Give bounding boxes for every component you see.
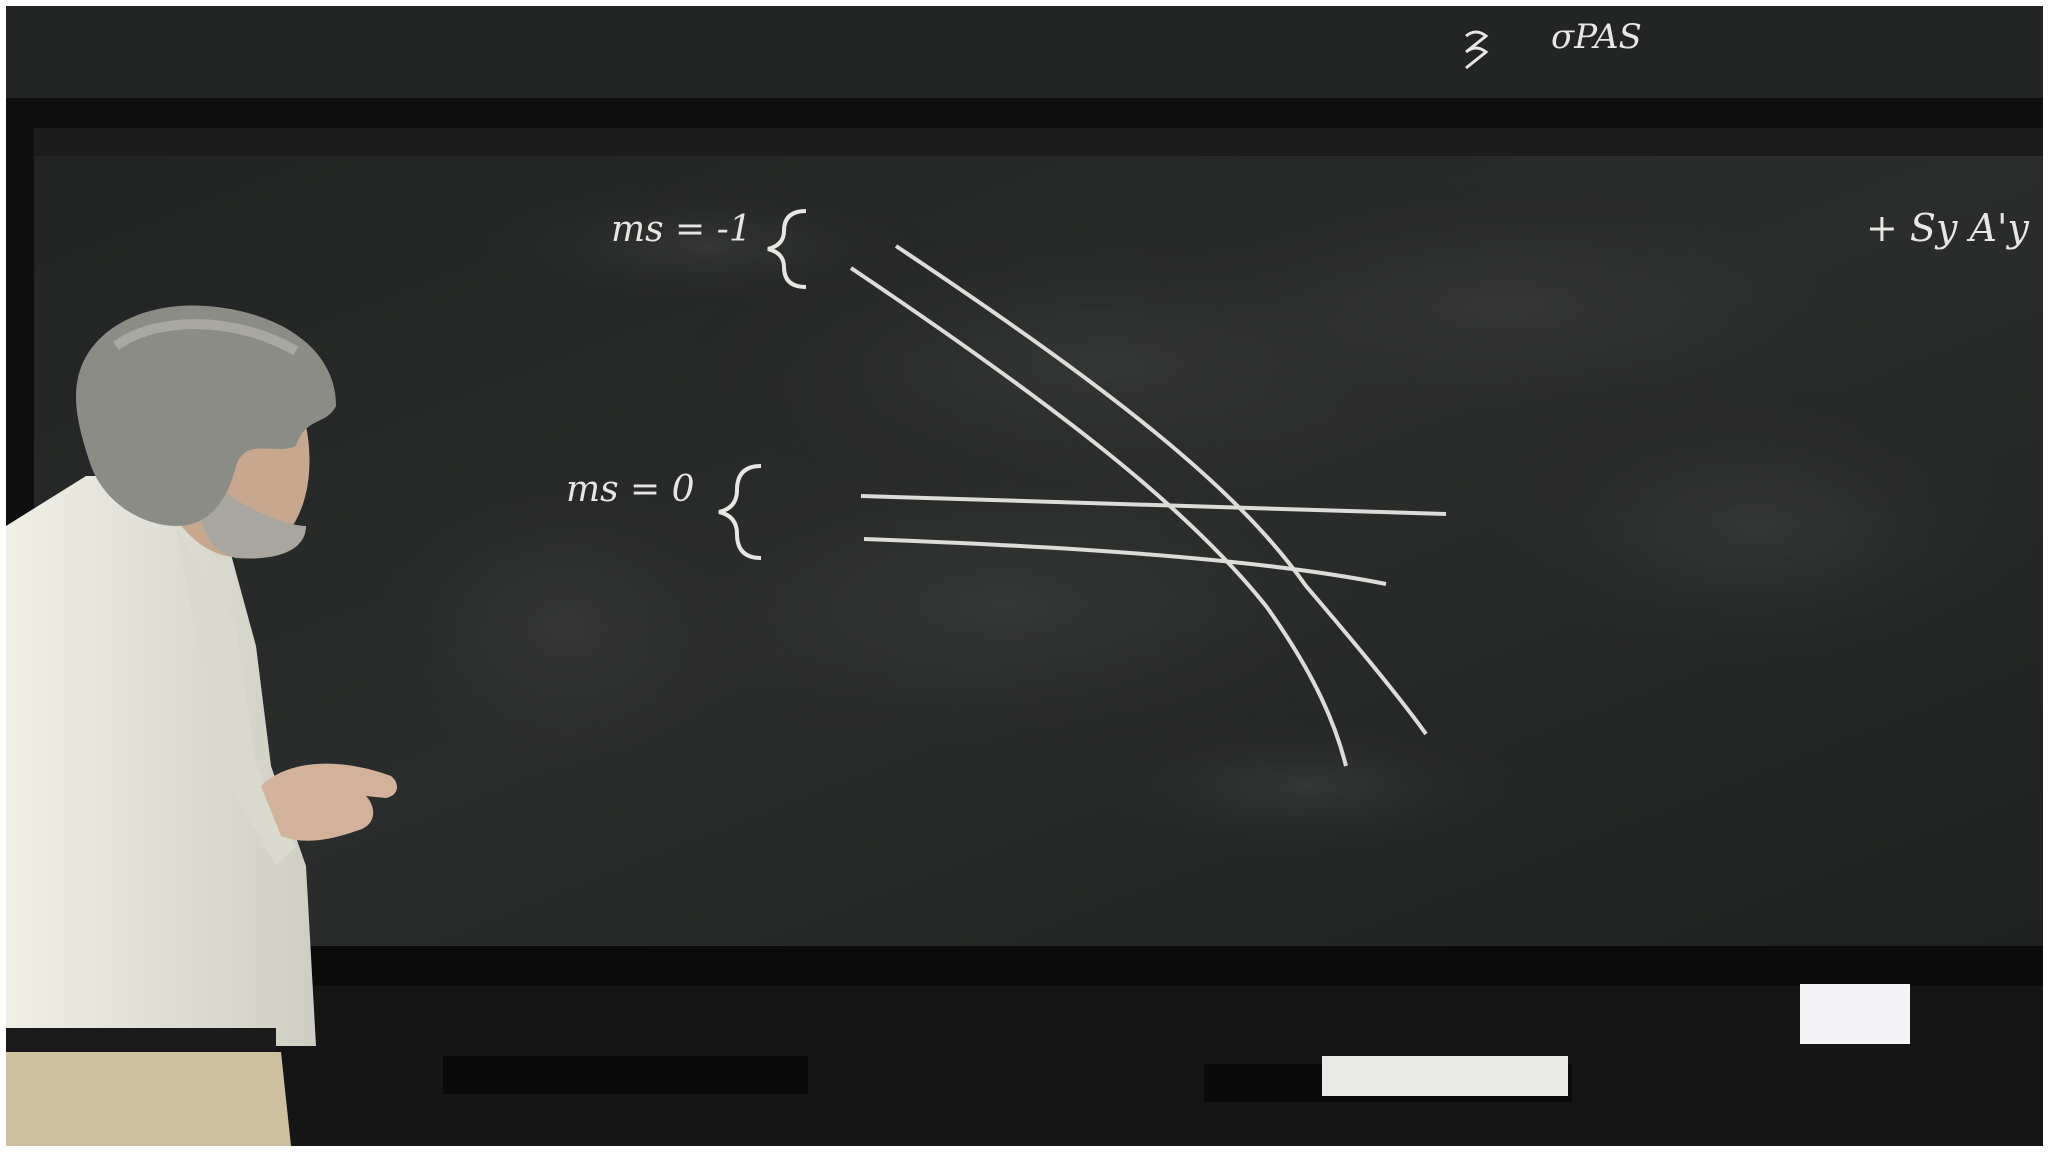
chalk-box: [1322, 1056, 1568, 1096]
lecturer-belt: [6, 1028, 276, 1052]
sigma-pas-label: σPAS: [1551, 17, 1642, 57]
lecture-photo: σPAS + Sy A'y ms = -1 ms = 0: [6, 6, 2043, 1146]
level-label-upper: ms = -1: [611, 209, 752, 250]
lecture-scene: σPAS + Sy A'y ms = -1 ms = 0: [6, 6, 2043, 1146]
light-reflection: [1800, 984, 1910, 1044]
upper-blackboard: [6, 6, 2043, 98]
level-label-lower: ms = 0: [566, 469, 695, 510]
lecturer-pants: [6, 1052, 291, 1146]
board-frame-rail: [6, 98, 2043, 128]
top-right-term: + Sy A'y: [1866, 206, 2029, 250]
eraser-left: [443, 1056, 808, 1094]
